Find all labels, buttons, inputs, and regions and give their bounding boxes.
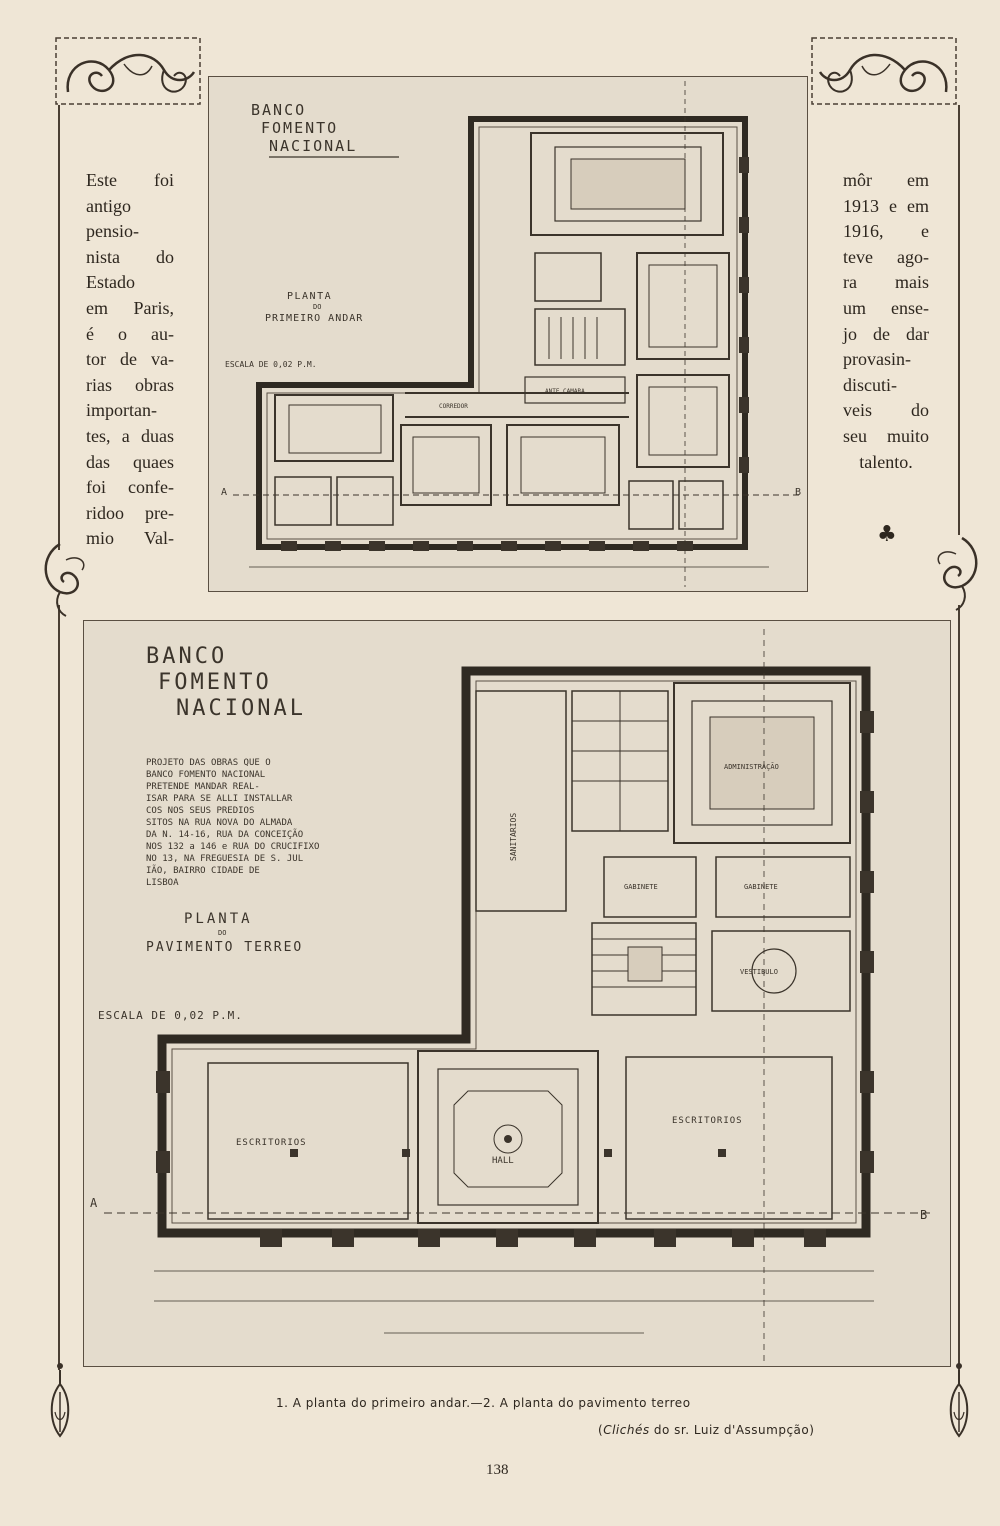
text-line: Este foi <box>86 170 174 190</box>
figure-caption: 1. A planta do primeiro andar.—2. A plan… <box>276 1396 691 1410</box>
text-line: môr em <box>843 170 929 190</box>
plan2-marker-a: A <box>90 1196 98 1210</box>
text-line: é o au- <box>86 323 174 344</box>
plan1-title-line: NACIONAL <box>269 137 357 155</box>
plan2-project-line: COS NOS SEUS PREDIOS <box>146 806 254 816</box>
text-line: das quaes <box>86 451 174 472</box>
plan2-project-line: IÃO, BAIRRO CIDADE DE <box>146 865 260 876</box>
frame-right-line <box>958 105 960 535</box>
text-line: foi confe- <box>86 477 174 498</box>
scroll-ornament-right-mid <box>937 536 978 611</box>
text-line: pensio- <box>86 221 139 242</box>
plan1-subtitle-line: DO <box>313 303 321 311</box>
tassel-ornament-bottom-right <box>949 1363 969 1438</box>
text-line: discuti- <box>843 374 897 395</box>
plan2-project-line: NOS 132 a 146 e RUA DO CRUCIFIXO <box>146 842 319 852</box>
plan2-project-line: NO 13, NA FREGUESIA DE S. JUL <box>146 854 303 864</box>
plan-ground-floor-image: BANCO FOMENTO NACIONAL PROJETO DAS OBRAS… <box>83 620 951 1367</box>
plan1-corridor-label: CORREDOR <box>439 403 468 410</box>
credit-open-paren: ( <box>598 1423 604 1437</box>
text-line: seu muito <box>843 425 929 446</box>
plan2-sanitarios-label: SANITARIOS <box>509 813 518 861</box>
plan1-marker-b: B <box>795 487 801 498</box>
plan2-project-line: SITOS NA RUA NOVA DO ALMADA <box>146 818 293 828</box>
plan2-escritorios-right-label: ESCRITORIOS <box>672 1116 743 1126</box>
plan1-marker-a: A <box>221 487 227 498</box>
page-number: 138 <box>486 1462 509 1478</box>
plan-first-floor-image: BANCO FOMENTO NACIONAL PLANTA DO PRIMEIR… <box>208 76 808 592</box>
plan2-project-line: BANCO FOMENTO NACIONAL <box>146 770 265 780</box>
text-line: teve ago- <box>843 246 929 267</box>
plan1-title-line: BANCO <box>251 101 306 119</box>
scroll-ornament-top-left <box>55 37 201 105</box>
plan2-hall-label: HALL <box>492 1156 514 1166</box>
plan2-admin-label: ADMINISTRAÇÃO <box>724 762 779 771</box>
text-line: 1913 e em <box>843 195 929 216</box>
plan2-gabinete-1-label: GABINETE <box>624 883 658 891</box>
plan1-antechamber-label: ANTE CAMARA <box>545 388 585 395</box>
plan2-project-line: DA N. 14-16, RUA DA CONCEIÇÃO <box>146 829 303 840</box>
text-line: um ense- <box>843 297 929 318</box>
scroll-ornament-top-right <box>811 37 957 105</box>
text-line: veis do <box>843 400 929 421</box>
plan2-vestibulo-label: VESTIBULO <box>740 968 778 976</box>
plan2-marker-b: B <box>920 1208 927 1222</box>
plan2-subtitle-line: DO <box>218 929 226 937</box>
text-line: Estado <box>86 272 135 293</box>
text-line: importan- <box>86 400 157 421</box>
frame-left-line <box>58 105 60 550</box>
text-line: 1916, e <box>843 221 929 242</box>
text-line: tes, a duas <box>86 425 174 446</box>
plan2-project-line: PROJETO DAS OBRAS QUE O <box>146 758 271 768</box>
text-line: antigo <box>86 195 131 216</box>
credit-italic-word: Clichés <box>603 1423 650 1437</box>
text-line: ra mais <box>843 272 929 293</box>
club-ornament-icon: ♣ <box>877 522 897 547</box>
credit-rest: do sr. Luiz d'Assumpção) <box>649 1423 815 1437</box>
scroll-ornament-left-mid <box>44 542 85 617</box>
frame-left-line-lower <box>58 605 60 1370</box>
plan2-title-line: FOMENTO <box>158 670 272 695</box>
plan2-project-line: PRETENDE MANDAR REAL- <box>146 782 260 792</box>
plan1-scale-label: ESCALA DE 0,02 P.M. <box>225 360 317 369</box>
text-line: rias obras <box>86 374 174 395</box>
text-line: talento. <box>859 451 913 472</box>
text-line: tor de va- <box>86 349 174 370</box>
text-line: ridoo pre- <box>86 502 174 523</box>
tassel-ornament-bottom-left <box>50 1363 70 1438</box>
text-line: em Paris, <box>86 297 174 318</box>
frame-right-line-lower <box>958 605 960 1370</box>
plan2-project-line: ISAR PARA SE ALLI INSTALLAR <box>146 794 293 804</box>
plan2-subtitle-line: PLANTA <box>184 911 253 927</box>
right-text-column: môr em 1913 e em 1916, e teve ago- ra ma… <box>843 168 929 475</box>
text-line: provasin- <box>843 349 911 370</box>
plan2-subtitle-line: PAVIMENTO TERREO <box>146 940 303 955</box>
plan2-title-line: BANCO <box>146 644 227 669</box>
plan2-project-line: LISBOA <box>146 878 179 888</box>
plan2-gabinete-2-label: GABINETE <box>744 883 778 891</box>
plan2-scale-label: ESCALA DE 0,02 P.M. <box>98 1009 243 1022</box>
plan1-title-line: FOMENTO <box>261 119 338 137</box>
text-line: nista do <box>86 246 174 267</box>
left-text-column: Este foi antigo pensio- nista do Estado … <box>86 168 174 552</box>
plan1-subtitle-line: PLANTA <box>287 291 332 302</box>
plan2-title-line: NACIONAL <box>176 696 306 721</box>
text-line: jo de dar <box>843 323 929 344</box>
text-line: mio Val- <box>86 528 174 549</box>
photo-credit: (Clichés do sr. Luiz d'Assumpção) <box>598 1423 814 1437</box>
plan1-subtitle-line: PRIMEIRO ANDAR <box>265 313 363 324</box>
plan2-escritorios-left-label: ESCRITORIOS <box>236 1138 307 1148</box>
